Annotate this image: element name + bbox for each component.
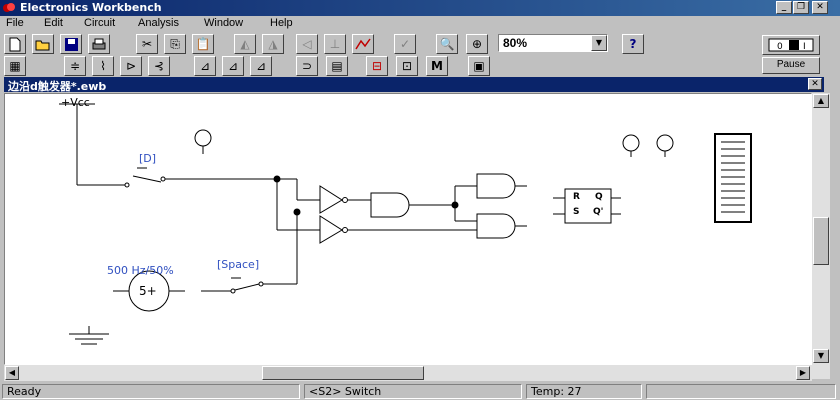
scroll-down-icon[interactable]: ▼ [813, 349, 829, 363]
analog-ics-bin-icon[interactable]: ⊿ [194, 56, 216, 76]
document-close-icon[interactable]: ✕ [808, 78, 822, 90]
status-selection: <S2> Switch [304, 384, 522, 399]
sources-bin-icon[interactable]: ≑ [64, 56, 86, 76]
transistors-bin-icon[interactable]: ⊰ [148, 56, 170, 76]
flip-vertical-icon[interactable]: ◁ [296, 34, 318, 54]
latch-qn-label: Q' [593, 207, 604, 217]
scroll-right-icon[interactable]: ▶ [796, 366, 810, 380]
switch-d-label: [D] [139, 152, 157, 165]
new-file-icon[interactable] [4, 34, 26, 54]
digital-bin-icon[interactable]: ▤ [326, 56, 348, 76]
indicators-bin-icon[interactable]: ⊟ [366, 56, 388, 76]
zoom-out-icon[interactable]: 🔍 [436, 34, 458, 54]
status-extra [646, 384, 836, 399]
svg-text:0: 0 [777, 42, 783, 52]
flip-horizontal-icon[interactable]: ◮ [262, 34, 284, 54]
restore-icon[interactable]: ❐ [793, 1, 809, 14]
document-title-bar: 边沿d触发器*.ewb ✕ [4, 77, 824, 93]
vcc-label: +Vcc [61, 96, 90, 109]
mixed-ics-bin-icon[interactable]: ⊿ [222, 56, 244, 76]
menu-bar: File Edit Circuit Analysis Window Help [0, 16, 840, 33]
vertical-scroll-thumb[interactable] [813, 217, 829, 265]
zoom-value: 80% [503, 36, 528, 50]
digital-ics-bin-icon[interactable]: ⊿ [250, 56, 272, 76]
close-icon[interactable]: ✕ [812, 1, 828, 14]
latch-s-label: S [573, 207, 580, 217]
switch-space-label: [Space] [217, 258, 260, 271]
help-button[interactable]: ? [622, 34, 644, 54]
status-ready: Ready [2, 384, 300, 399]
parts-bin-toggle-icon[interactable]: ▦ [4, 56, 26, 76]
open-folder-icon[interactable] [32, 34, 54, 54]
menu-circuit[interactable]: Circuit [84, 17, 116, 29]
paste-icon[interactable]: 📋 [192, 34, 214, 54]
menu-analysis[interactable]: Analysis [138, 17, 179, 29]
svg-text:I: I [803, 42, 806, 52]
status-bar: Ready <S2> Switch Temp: 27 [0, 383, 840, 400]
cut-icon[interactable]: ✂ [136, 34, 158, 54]
menu-window[interactable]: Window [204, 17, 244, 29]
vertical-scrollbar[interactable]: ▲ ▼ [812, 93, 830, 379]
latch-r-label: R [573, 192, 580, 202]
print-icon[interactable] [88, 34, 110, 54]
clock-label: 500 Hz/50% [107, 264, 174, 277]
copy-icon[interactable]: ⎘ [164, 34, 186, 54]
document-title: 边沿d触发器*.ewb [8, 80, 107, 93]
app-icon[interactable] [2, 1, 16, 14]
clock-symbol: 5+ [139, 284, 157, 298]
menu-help[interactable]: Help [270, 17, 293, 29]
scroll-up-icon[interactable]: ▲ [813, 94, 829, 108]
title-bar: Electronics Workbench _ ❐ ✕ [0, 0, 840, 16]
status-temp: Temp: 27 [526, 384, 642, 399]
menu-edit[interactable]: Edit [44, 17, 63, 29]
save-icon[interactable] [60, 34, 82, 54]
circuit-canvas[interactable]: +Vcc [D] [Space] 500 Hz/50% 5+ R S Q Q' [4, 93, 812, 365]
horizontal-scrollbar[interactable]: ◀ ▶ [4, 365, 812, 381]
chevron-down-icon[interactable]: ▼ [591, 35, 607, 51]
diodes-bin-icon[interactable]: ⊳ [120, 56, 142, 76]
miscellaneous-bin-icon[interactable]: M [426, 56, 448, 76]
instruments-bin-icon[interactable]: ▣ [468, 56, 490, 76]
controls-bin-icon[interactable]: ⊡ [396, 56, 418, 76]
window-title: Electronics Workbench [20, 1, 162, 14]
latch-q-label: Q [595, 192, 603, 202]
minimize-icon[interactable]: _ [776, 1, 792, 14]
zoom-in-icon[interactable]: ⊕ [466, 34, 488, 54]
basic-bin-icon[interactable]: ⌇ [92, 56, 114, 76]
rotate-icon[interactable]: ◭ [234, 34, 256, 54]
pause-button[interactable]: Pause [762, 57, 820, 74]
menu-file[interactable]: File [6, 17, 24, 29]
component-properties-icon[interactable]: ⊥ [324, 34, 346, 54]
horizontal-scroll-thumb[interactable] [262, 366, 424, 380]
create-subcircuit-icon[interactable] [352, 34, 374, 54]
zoom-select[interactable]: 80% ▼ [498, 34, 608, 52]
logic-gates-bin-icon[interactable]: ⊃ [296, 56, 318, 76]
graph-icon[interactable]: ✓ [394, 34, 416, 54]
scroll-left-icon[interactable]: ◀ [5, 366, 19, 380]
